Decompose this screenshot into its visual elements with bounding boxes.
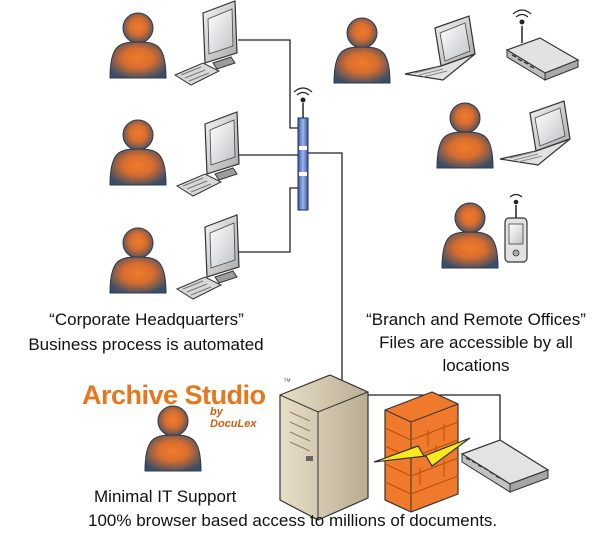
desktop-computer-icon	[176, 214, 240, 300]
remote-user-2	[436, 100, 571, 169]
remote-user-3	[441, 193, 528, 269]
wireless-router-icon	[505, 9, 580, 81]
person-icon	[436, 102, 494, 169]
laptop-icon	[499, 100, 571, 166]
headquarters-subtitle: Business process is automated	[28, 335, 264, 354]
branch-line-1: Files are accessible by all	[379, 333, 573, 352]
remote-user-1	[333, 15, 476, 84]
hq-user-2	[109, 111, 240, 197]
person-icon	[109, 119, 167, 186]
hq-user-3	[109, 214, 240, 300]
footer-caption: 100% browser based access to millions of…	[88, 511, 498, 530]
person-icon	[109, 12, 167, 79]
brand-name: Archive Studio	[82, 380, 266, 410]
lightning-icon	[373, 437, 471, 467]
branch-title: “Branch and Remote Offices”	[366, 310, 586, 329]
desktop-computer-icon	[176, 111, 240, 197]
link-desktop-3	[238, 187, 300, 253]
headquarters-title: “Corporate Headquarters”	[49, 310, 244, 329]
brand-trademark: ™	[283, 377, 291, 386]
laptop-icon	[404, 15, 476, 81]
brand-byline: by DocuLex	[210, 406, 257, 430]
link-desktop-1	[238, 39, 300, 129]
desktop-computer-icon	[174, 0, 238, 86]
network-switch-icon	[460, 439, 550, 493]
archive-studio-logo: Archive Studio ™ by DocuLex	[82, 377, 291, 430]
wireless-access-point-icon	[293, 87, 313, 211]
branch-line-2: locations	[442, 356, 510, 375]
person-icon	[441, 202, 499, 269]
server-tower-icon	[279, 374, 369, 521]
it-support-label: Minimal IT Support	[94, 487, 237, 506]
person-icon	[333, 17, 391, 84]
it-support-person-icon	[144, 405, 202, 472]
hq-user-1	[109, 0, 238, 86]
person-icon	[109, 227, 167, 294]
pda-icon	[504, 193, 528, 263]
